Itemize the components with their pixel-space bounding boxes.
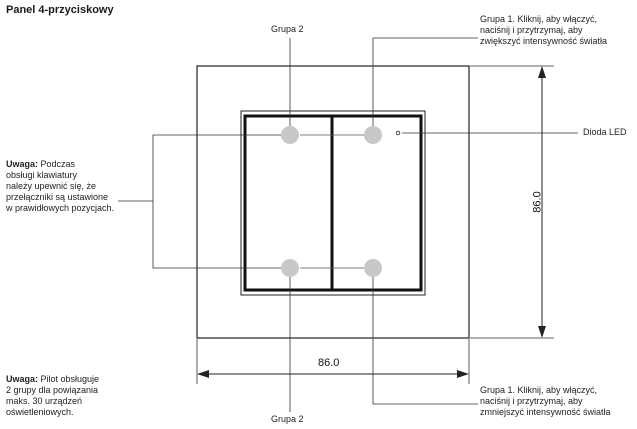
group2-top-label: Grupa 2 [271, 24, 304, 34]
button-bottom-right [364, 259, 382, 277]
inner-frame-outer [240, 110, 426, 296]
group1-top-label: Grupa 1. Kliknij, aby włączyć, naciśnij … [480, 14, 608, 46]
group2-bottom-label: Grupa 2 [271, 414, 304, 424]
width-dimension-label: 86.0 [318, 357, 340, 369]
inner-frame [243, 114, 423, 292]
group1-bottom-leader [372, 277, 478, 405]
button-top-right [364, 126, 382, 144]
group1-top-leader [372, 37, 478, 126]
page-title: Panel 4-przyciskowy [6, 4, 114, 16]
group1-bottom-label: Grupa 1. Kliknij, aby włączyć, naciśnij … [480, 385, 611, 417]
led-label: Dioda LED [583, 127, 627, 137]
height-dimension-label: 86.0 [531, 191, 544, 213]
outer-frame [196, 65, 470, 339]
led-dot [395, 130, 401, 136]
note-keyboard: Uwaga: Podczas obsługi klawiatury należy… [6, 159, 115, 213]
note-remote: Uwaga: Pilot obsługuje 2 grupy dla powią… [6, 374, 100, 417]
note-leader [152, 134, 281, 269]
button-top-left [281, 126, 299, 144]
button-bottom-left [281, 259, 299, 277]
